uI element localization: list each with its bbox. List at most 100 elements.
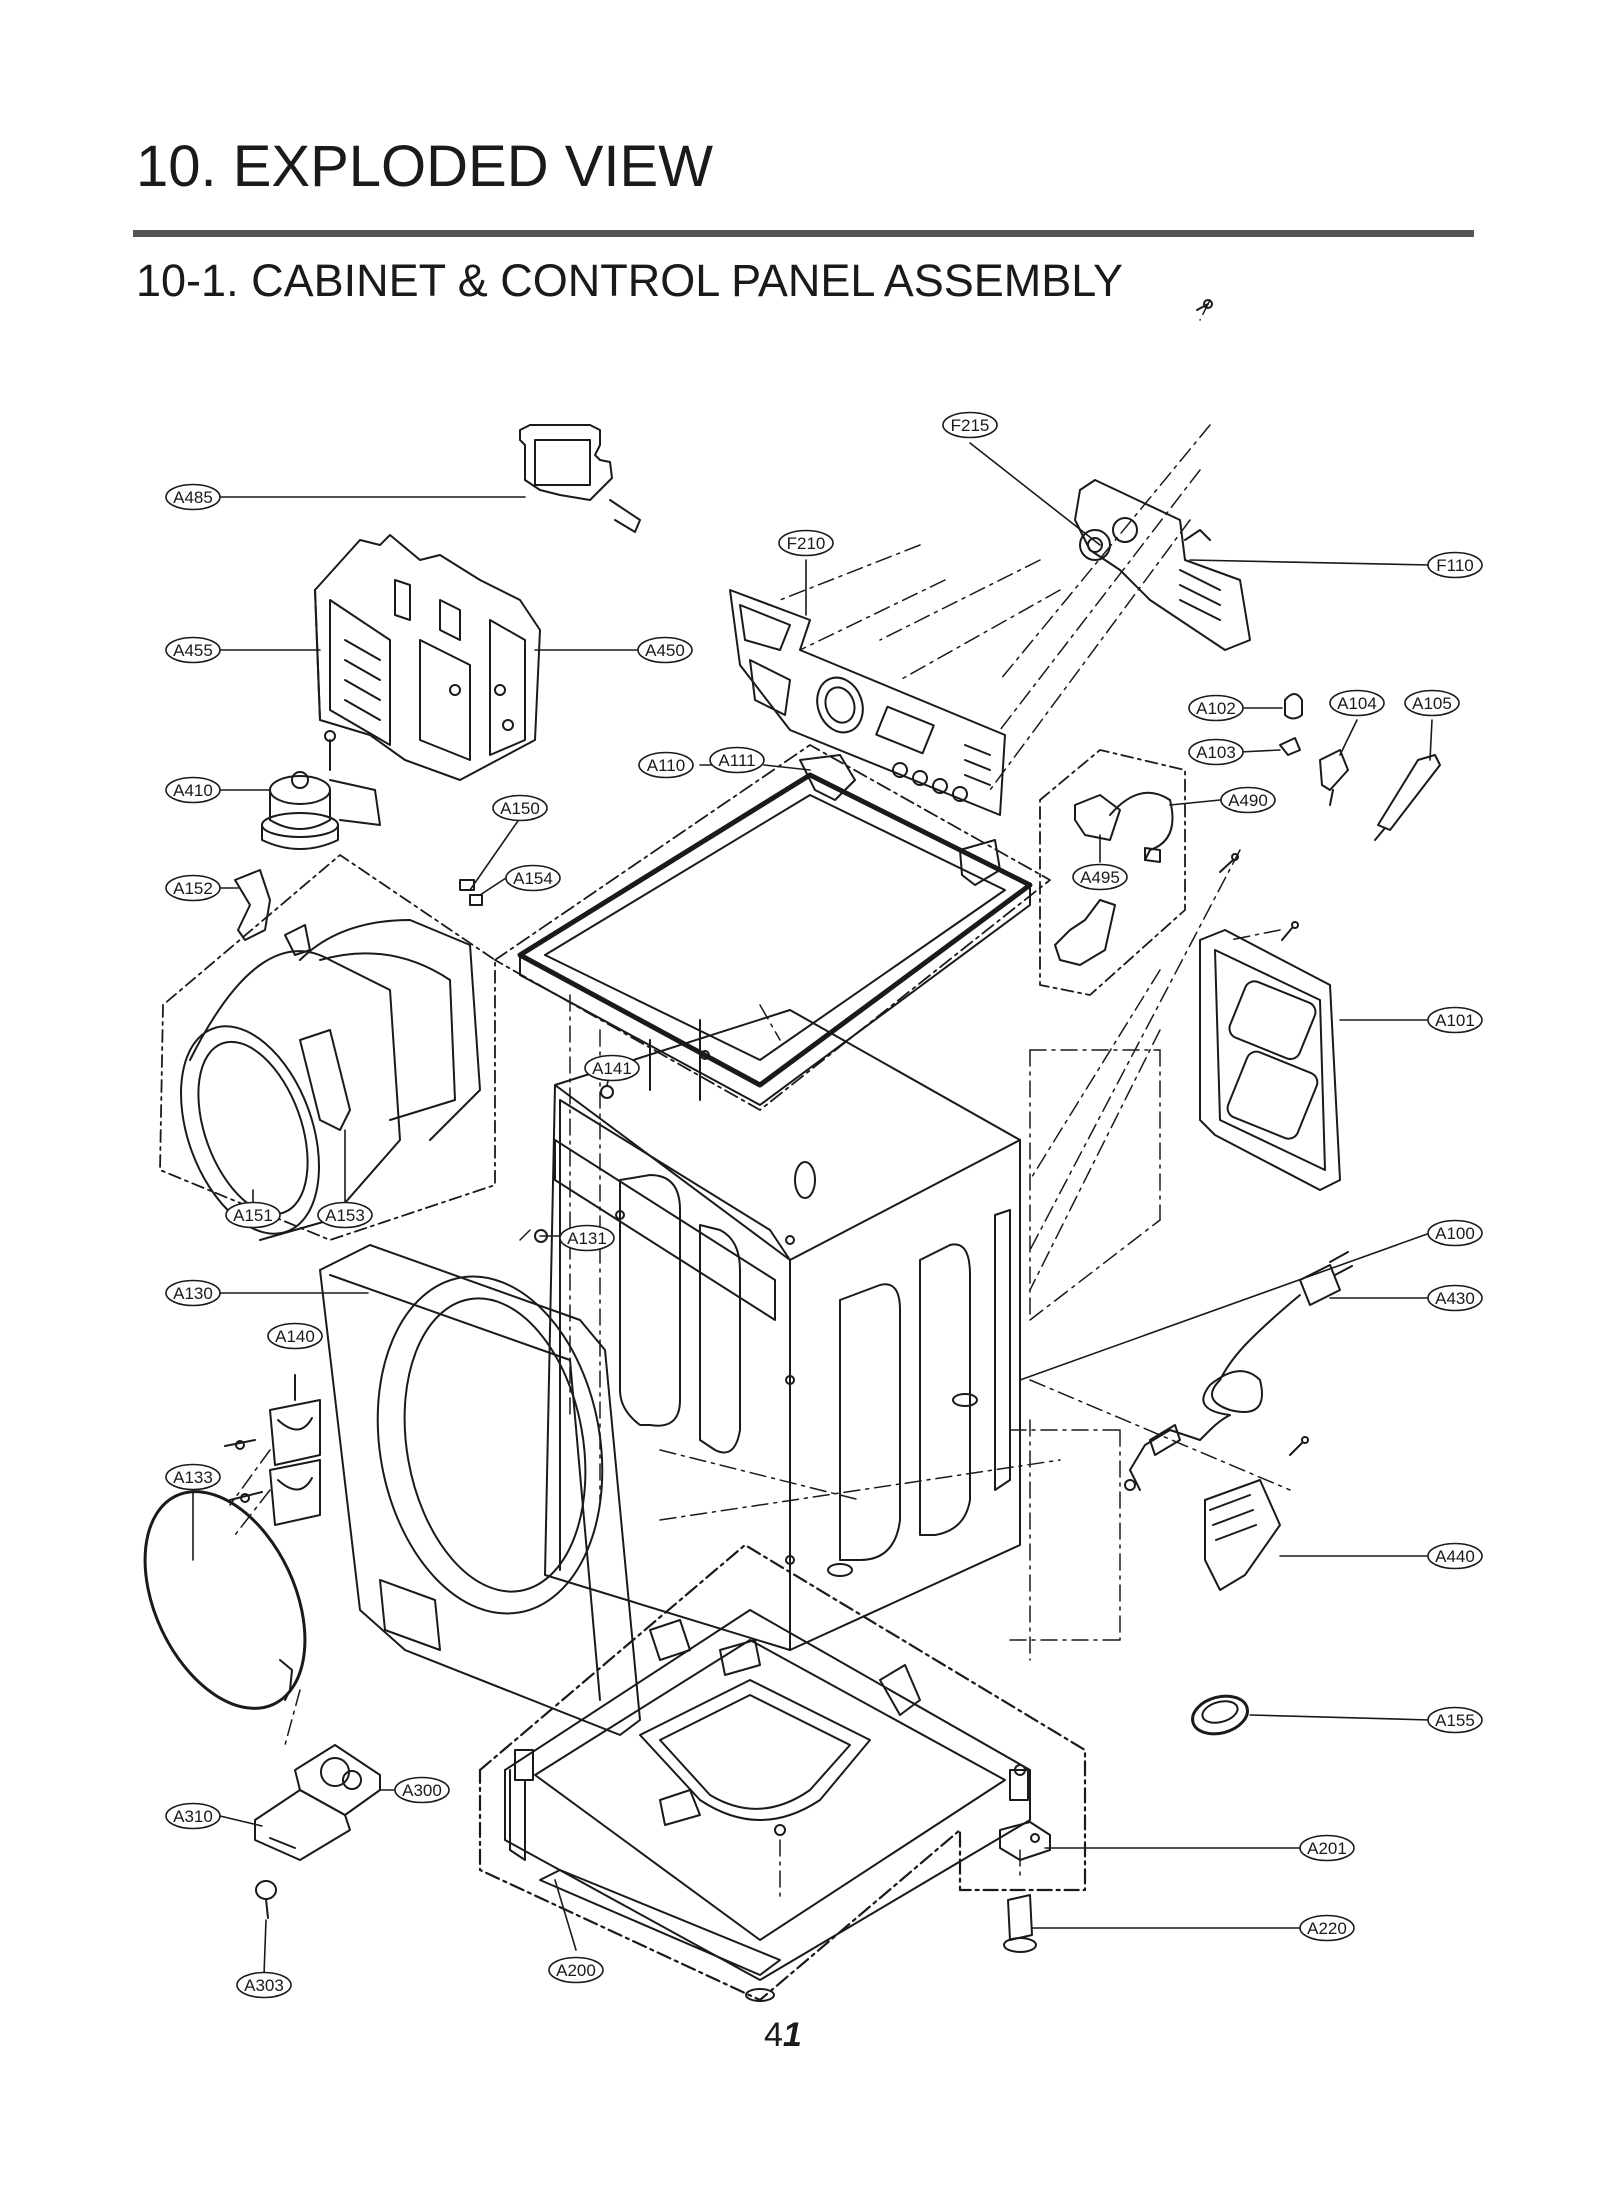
callout-bubble xyxy=(1427,1284,1483,1312)
callout-f215: F215 xyxy=(942,411,998,439)
callout-text: A102 xyxy=(1196,699,1236,718)
a300-filter-cover xyxy=(254,1744,381,1919)
callout-bubble xyxy=(1427,1006,1483,1034)
callout-a104: A104 xyxy=(1329,689,1385,717)
callout-bubble xyxy=(267,1322,323,1350)
callout-text: F210 xyxy=(787,534,826,553)
callout-a155: A155 xyxy=(1427,1706,1483,1734)
callout-text: A110 xyxy=(647,756,685,775)
callout-text: A201 xyxy=(1307,1839,1347,1858)
a133-wire-ring xyxy=(143,1490,307,1710)
a150-door-parts xyxy=(180,879,483,1241)
callout-text: A200 xyxy=(556,1961,596,1980)
callout-text: A455 xyxy=(173,641,213,660)
callout-a110: A110 xyxy=(638,751,694,779)
a200-base-outline xyxy=(478,1543,1087,2002)
a130-front-panel xyxy=(319,1244,641,1736)
callout-text: A430 xyxy=(1435,1289,1475,1308)
callout-a220: A220 xyxy=(1299,1914,1355,1942)
a201-a220-parts xyxy=(999,1821,1051,1953)
a150-door-assembly-outline xyxy=(159,854,496,1241)
callout-f210: F210 xyxy=(778,529,834,557)
callout-bubble xyxy=(942,411,998,439)
callout-text: F110 xyxy=(1436,556,1474,575)
callout-text: A154 xyxy=(513,869,553,888)
callout-a455: A455 xyxy=(165,636,221,664)
callout-bubble xyxy=(778,529,834,557)
callout-a310: A310 xyxy=(165,1802,221,1830)
callout-a201: A201 xyxy=(1299,1834,1355,1862)
callout-a141: A141 xyxy=(584,1054,640,1082)
callout-text: A133 xyxy=(173,1468,213,1487)
page-title: 10. EXPLODED VIEW xyxy=(136,134,713,199)
callout-bubble xyxy=(394,1776,450,1804)
callout-bubble xyxy=(165,1463,221,1491)
callout-text: A150 xyxy=(500,799,540,818)
callout-text: A103 xyxy=(1196,743,1236,762)
callout-bubble xyxy=(559,1224,615,1252)
callout-text: A300 xyxy=(402,1781,442,1800)
callout-bubble xyxy=(165,1279,221,1307)
a110-top-plate-outline xyxy=(494,744,1051,1111)
callout-a151: A151 xyxy=(225,1201,281,1229)
callout-text: A130 xyxy=(173,1284,213,1303)
callout-bubble xyxy=(1188,738,1244,766)
callout-text: A495 xyxy=(1080,868,1120,887)
callout-bubble xyxy=(548,1956,604,1984)
callout-bubble xyxy=(317,1201,373,1229)
callout-a303: A303 xyxy=(236,1971,292,1999)
callout-a450: A450 xyxy=(637,636,693,664)
a200-base-frame xyxy=(504,1609,1031,2002)
a440-noise-filter xyxy=(1204,1436,1309,1591)
callout-bubble xyxy=(1188,694,1244,722)
callout-a140: A140 xyxy=(267,1322,323,1350)
callout-a103: A103 xyxy=(1188,738,1244,766)
callout-bubble xyxy=(584,1054,640,1082)
callout-a154: A154 xyxy=(505,864,561,892)
a152-latch xyxy=(234,869,271,941)
callout-a152: A152 xyxy=(165,874,221,902)
callout-bubble xyxy=(236,1971,292,1999)
callout-a440: A440 xyxy=(1427,1542,1483,1570)
callout-a200: A200 xyxy=(548,1956,604,1984)
callout-text: A303 xyxy=(244,1976,284,1995)
callout-text: A220 xyxy=(1307,1919,1347,1938)
callout-text: A410 xyxy=(173,781,213,800)
a490-a495-group-outline xyxy=(1039,749,1186,996)
callout-a150: A150 xyxy=(492,794,548,822)
callout-bubble xyxy=(1427,1542,1483,1570)
callout-text: A485 xyxy=(173,488,213,507)
callout-a485: A485 xyxy=(165,483,221,511)
callout-text: A140 xyxy=(275,1327,315,1346)
callout-bubble xyxy=(165,776,221,804)
callout-a430: A430 xyxy=(1427,1284,1483,1312)
a485-display-board xyxy=(519,424,641,533)
f110-dispenser-housing xyxy=(1074,299,1251,651)
callout-bubble xyxy=(1404,689,1460,717)
callout-text: A105 xyxy=(1412,694,1452,713)
callout-bubble xyxy=(505,864,561,892)
callout-bubble xyxy=(1427,551,1483,579)
a155-cap xyxy=(1191,1694,1249,1736)
callout-a495: A495 xyxy=(1072,863,1128,891)
assembly-guide-lines xyxy=(229,299,1291,1901)
callout-text: A101 xyxy=(1435,1011,1475,1030)
callout-text: A104 xyxy=(1337,694,1377,713)
callout-f110: F110 xyxy=(1427,551,1483,579)
callout-bubble xyxy=(1299,1834,1355,1862)
callout-a410: A410 xyxy=(165,776,221,804)
callout-bubble xyxy=(225,1201,281,1229)
callout-bubble xyxy=(637,636,693,664)
a455-a450-main-pcb xyxy=(314,534,541,781)
callout-a300: A300 xyxy=(394,1776,450,1804)
a410-pump-part xyxy=(261,730,381,850)
callout-text: A310 xyxy=(173,1807,213,1826)
callout-bubble xyxy=(1427,1219,1483,1247)
callout-a101: A101 xyxy=(1427,1006,1483,1034)
callout-text: F215 xyxy=(951,416,990,435)
a100-cabinet xyxy=(544,1009,1021,1651)
callout-bubble xyxy=(1220,786,1276,814)
callout-text: A100 xyxy=(1435,1224,1475,1243)
